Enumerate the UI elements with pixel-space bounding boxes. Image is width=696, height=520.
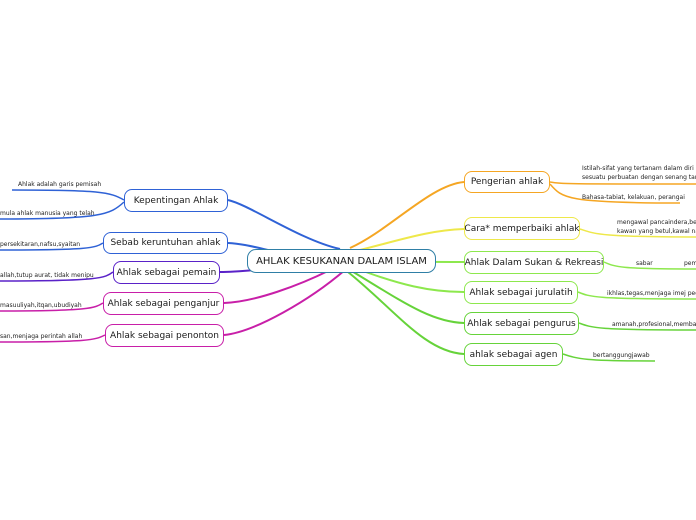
leaf-kepentingan-2[interactable]: mula ahlak manusia yang telah (0, 210, 95, 217)
branch-ahlak-dalam-sukan-rekreasi[interactable]: Ahlak Dalam Sukan & Rekreasi (464, 251, 604, 274)
connector-pemain-leaf (0, 271, 114, 282)
connector-center-kepentingan (227, 199, 341, 250)
leaf-penonton[interactable]: san,menjaga perintah allah (0, 333, 83, 340)
branch-ahlak-sebagai-jurulatih[interactable]: Ahlak sebagai jurulatih (464, 281, 578, 304)
leaf-kepentingan-1[interactable]: Ahlak adalah garis pemisah (18, 181, 102, 188)
leaf-agen[interactable]: bertanggungjawab (593, 352, 650, 359)
connector-center-penonton (223, 269, 346, 336)
connector-center-penganjur (223, 269, 331, 304)
leaf-pengerian-istilah-1[interactable]: Istilah-sifat yang tertanam dalam diri u… (582, 165, 696, 172)
branch-ahlak-sebagai-pemain[interactable]: Ahlak sebagai pemain (113, 261, 220, 284)
connector-pengurus-leaf (578, 322, 696, 331)
connector-pengerian-leaf-1 (549, 181, 696, 185)
branch-ahlak-sebagai-penganjur[interactable]: Ahlak sebagai penganjur (103, 292, 224, 315)
leaf-pengurus[interactable]: amanah,profesional,membantu (612, 321, 696, 328)
branch-ahlak-sebagai-agen[interactable]: ahlak sebagai agen (464, 343, 563, 366)
connector-center-agen (347, 271, 465, 355)
leaf-penganjur[interactable]: masuuliyah,itqan,ubudiyah (0, 302, 82, 309)
leaf-cara-2[interactable]: kawan yang betul,kawal nafs (617, 228, 696, 235)
connector-penganjur-leaf (0, 302, 104, 312)
connector-jurulatih-leaf (577, 291, 696, 300)
connector-center-jurulatih (354, 267, 465, 293)
leaf-pemain[interactable]: allah,tutup aurat, tidak menipu (0, 272, 94, 279)
branch-sebab-keruntuhan-ahlak[interactable]: Sebab keruntuhan ahlak (103, 232, 228, 254)
connector-sebab-leaf (0, 242, 104, 251)
branch-kepentingan-ahlak[interactable]: Kepentingan Ahlak (124, 189, 228, 212)
branch-ahlak-sebagai-pengurus[interactable]: Ahlak sebagai pengurus (464, 312, 579, 335)
connector-cara-leaf (579, 228, 696, 238)
leaf-jurulatih[interactable]: ikhlas,tegas,menjaga imej pega (607, 290, 696, 297)
leaf-sebab-keruntuhan[interactable]: persekitaran,nafsu,syaitan (0, 241, 81, 248)
branch-cara-memperbaiki-ahlak[interactable]: Cara* memperbaiki ahlak (464, 217, 580, 240)
leaf-cara-1[interactable]: mengawal pancaindera,berl (617, 219, 696, 226)
leaf-sukan-sabar[interactable]: sabar (636, 260, 653, 267)
connector-sukan-leaf (603, 261, 696, 270)
connector-center-cara (359, 228, 465, 251)
leaf-pengerian-istilah-2[interactable]: sesuatu perbuatan dengan senang tanpa b (582, 174, 696, 181)
connector-penonton-leaf (0, 334, 106, 343)
central-topic[interactable]: AHLAK KESUKANAN DALAM ISLAM (247, 249, 436, 273)
leaf-pengerian-bahasa[interactable]: Bahasa-tabiat, kelakuan, perangai (582, 194, 685, 201)
connector-kepentingan-leaf-2 (0, 201, 125, 220)
connector-agen-leaf (562, 353, 656, 362)
leaf-sukan-pem[interactable]: pem (684, 260, 696, 267)
branch-ahlak-sebagai-penonton[interactable]: Ahlak sebagai penonton (105, 324, 224, 347)
connector-center-pengerian (349, 181, 465, 249)
connector-pengerian-leaf-2 (549, 183, 681, 204)
branch-pengerian-ahlak[interactable]: Pengerian ahlak (464, 171, 550, 193)
connector-center-pengurus (349, 269, 465, 324)
connector-kepentingan-leaf-1 (11, 189, 125, 201)
